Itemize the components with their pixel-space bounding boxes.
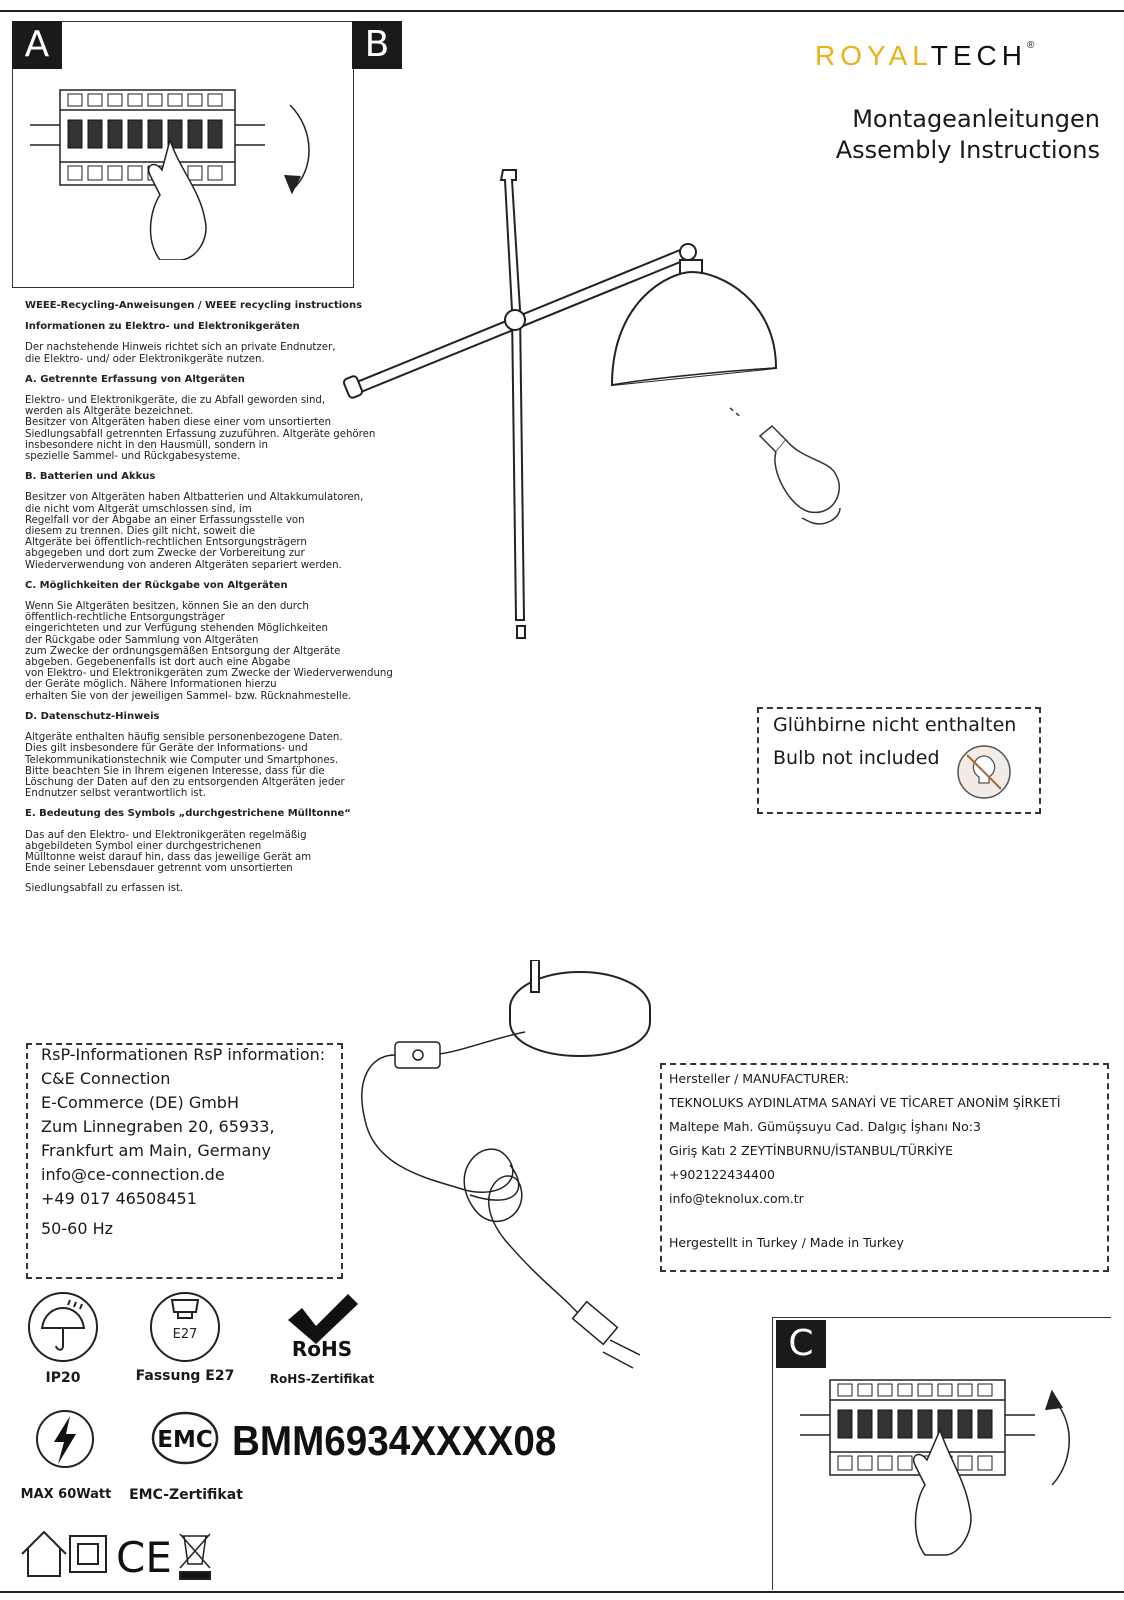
rsp-line: 50-60 Hz	[41, 1219, 114, 1238]
weee-instructions: WEEE-Recycling-Anweisungen / WEEE recycl…	[25, 300, 450, 904]
rsp-information-box: RsP-Informationen RsP information: C&E Co…	[26, 1043, 343, 1279]
panel-b-label: B	[352, 21, 402, 69]
weee-heading: A. Getrennte Erfassung von Altgeräten	[25, 373, 245, 385]
lamp-base-and-cable	[361, 960, 651, 1369]
class2-icon	[69, 1535, 107, 1573]
rsp-line: Zum Linnegraben 20, 65933,	[41, 1117, 275, 1136]
breaker-on-illustration	[800, 1379, 1070, 1556]
wheelie-bin-crossed-icon	[179, 1533, 211, 1569]
e27-inner-text: E27	[173, 1327, 198, 1342]
weee-paragraph: Das auf den Elektro- und Elektronikgerät…	[25, 829, 312, 875]
bulb-not-included-box: Glühbirne nicht enthalten Bulb not inclu…	[757, 707, 1041, 814]
ip20-label: IP20	[45, 1370, 81, 1386]
weee-heading: B. Batterien und Akkus	[25, 471, 156, 483]
weee-paragraph: Siedlungsabfall zu erfassen ist.	[25, 883, 184, 895]
ip20-umbrella-icon	[28, 1292, 98, 1362]
compliance-symbols: CE	[21, 1530, 211, 1580]
brand-reg: ®	[1027, 40, 1035, 51]
emc-label: EMC-Zertifikat	[129, 1487, 243, 1503]
weee-paragraph: Wenn Sie Altgeräten besitzen, können Sie…	[25, 601, 393, 702]
brand-tech: TECH	[930, 40, 1028, 71]
manufacturer-line: Maltepe Mah. Gümüşsuyu Cad. Dalgıç İşhan…	[669, 1119, 981, 1134]
weee-paragraph: Elektro- und Elektronikgeräte, die zu Ab…	[25, 395, 376, 463]
document-title: Montageanleitungen Assembly Instructions	[820, 104, 1100, 166]
manufacturer-box: Hersteller / MANUFACTURER: TEKNOLUKS AYDI…	[660, 1063, 1109, 1272]
panel-a-frame	[12, 21, 354, 288]
title-de: Montageanleitungen	[852, 105, 1100, 133]
weee-heading: Informationen zu Elektro- und Elektronik…	[25, 321, 300, 333]
rohs-check-icon: RoHS	[288, 1294, 358, 1361]
weee-heading: WEEE-Recycling-Anweisungen / WEEE recycl…	[25, 300, 363, 311]
manufacturer-line: +902122434400	[669, 1167, 775, 1182]
weee-heading: D. Datenschutz-Hinweis	[25, 710, 160, 722]
brand-royal: ROYAL	[815, 40, 931, 71]
manufacturer-line: Giriş Katı 2 ZEYTİNBURNU/İSTANBUL/TÜRKİY…	[669, 1143, 954, 1158]
max-watt-label: MAX 60Watt	[20, 1487, 112, 1502]
bottom-rule	[0, 1591, 1124, 1593]
weee-paragraph: Altgeräte enthalten häufig sensible pers…	[25, 732, 345, 800]
manufacturer-heading: Hersteller / MANUFACTURER:	[669, 1071, 850, 1086]
rsp-line: C&E Connection	[41, 1069, 171, 1088]
top-rule	[0, 10, 1124, 12]
e27-socket-icon: E27	[150, 1292, 220, 1362]
rsp-line: Frankfurt am Main, Germany	[41, 1141, 271, 1160]
ce-mark: CE	[116, 1533, 172, 1580]
weee-paragraph: Der nachstehende Hinweis richtet sich an…	[25, 342, 336, 365]
panel-c-label: C	[776, 1320, 826, 1368]
rohs-logo-text: RoHS	[292, 1337, 352, 1361]
bulb-note-en: Bulb not included	[773, 747, 940, 769]
panel-c-frame	[772, 1317, 1111, 1590]
weee-heading: E. Bedeutung des Symbols „durchgestriche…	[25, 808, 351, 820]
indoor-use-icon	[21, 1530, 67, 1577]
floor-lamp-illustration	[342, 169, 841, 639]
manufacturer-line: Hergestellt in Turkey / Made in Turkey	[669, 1235, 904, 1250]
manufacturer-line: TEKNOLUKS AYDINLATMA SANAYİ VE TİCARET A…	[669, 1095, 1061, 1110]
rsp-heading: RsP-Informationen RsP information:	[41, 1045, 326, 1064]
e27-label: Fassung E27	[135, 1368, 235, 1384]
title-en: Assembly Instructions	[835, 136, 1100, 164]
rsp-line: E-Commerce (DE) GmbH	[41, 1093, 239, 1112]
brand-logo: ROYALTECH®	[815, 40, 1034, 72]
max-watt-lightning-icon	[36, 1410, 94, 1468]
panel-a-label: A	[12, 21, 62, 69]
breaker-off-illustration	[30, 89, 310, 260]
weee-paragraph: Besitzer von Altgeräten haben Altbatteri…	[25, 492, 364, 571]
no-bulb-icon	[957, 745, 1011, 799]
rsp-line: info@ce-connection.de	[41, 1165, 225, 1184]
model-number: BMM6934XXXX08	[232, 1417, 557, 1464]
bulb-note-de: Glühbirne nicht enthalten	[773, 714, 1017, 736]
weee-heading: C. Möglichkeiten der Rückgabe von Altger…	[25, 579, 288, 591]
rohs-label: RoHS-Zertifikat	[269, 1372, 375, 1386]
manufacturer-line: info@teknolux.com.tr	[669, 1191, 804, 1206]
emc-logo-text: EMC	[157, 1427, 212, 1453]
rsp-line: +49 017 46508451	[41, 1189, 197, 1208]
emc-logo-icon: EMC	[151, 1411, 219, 1465]
